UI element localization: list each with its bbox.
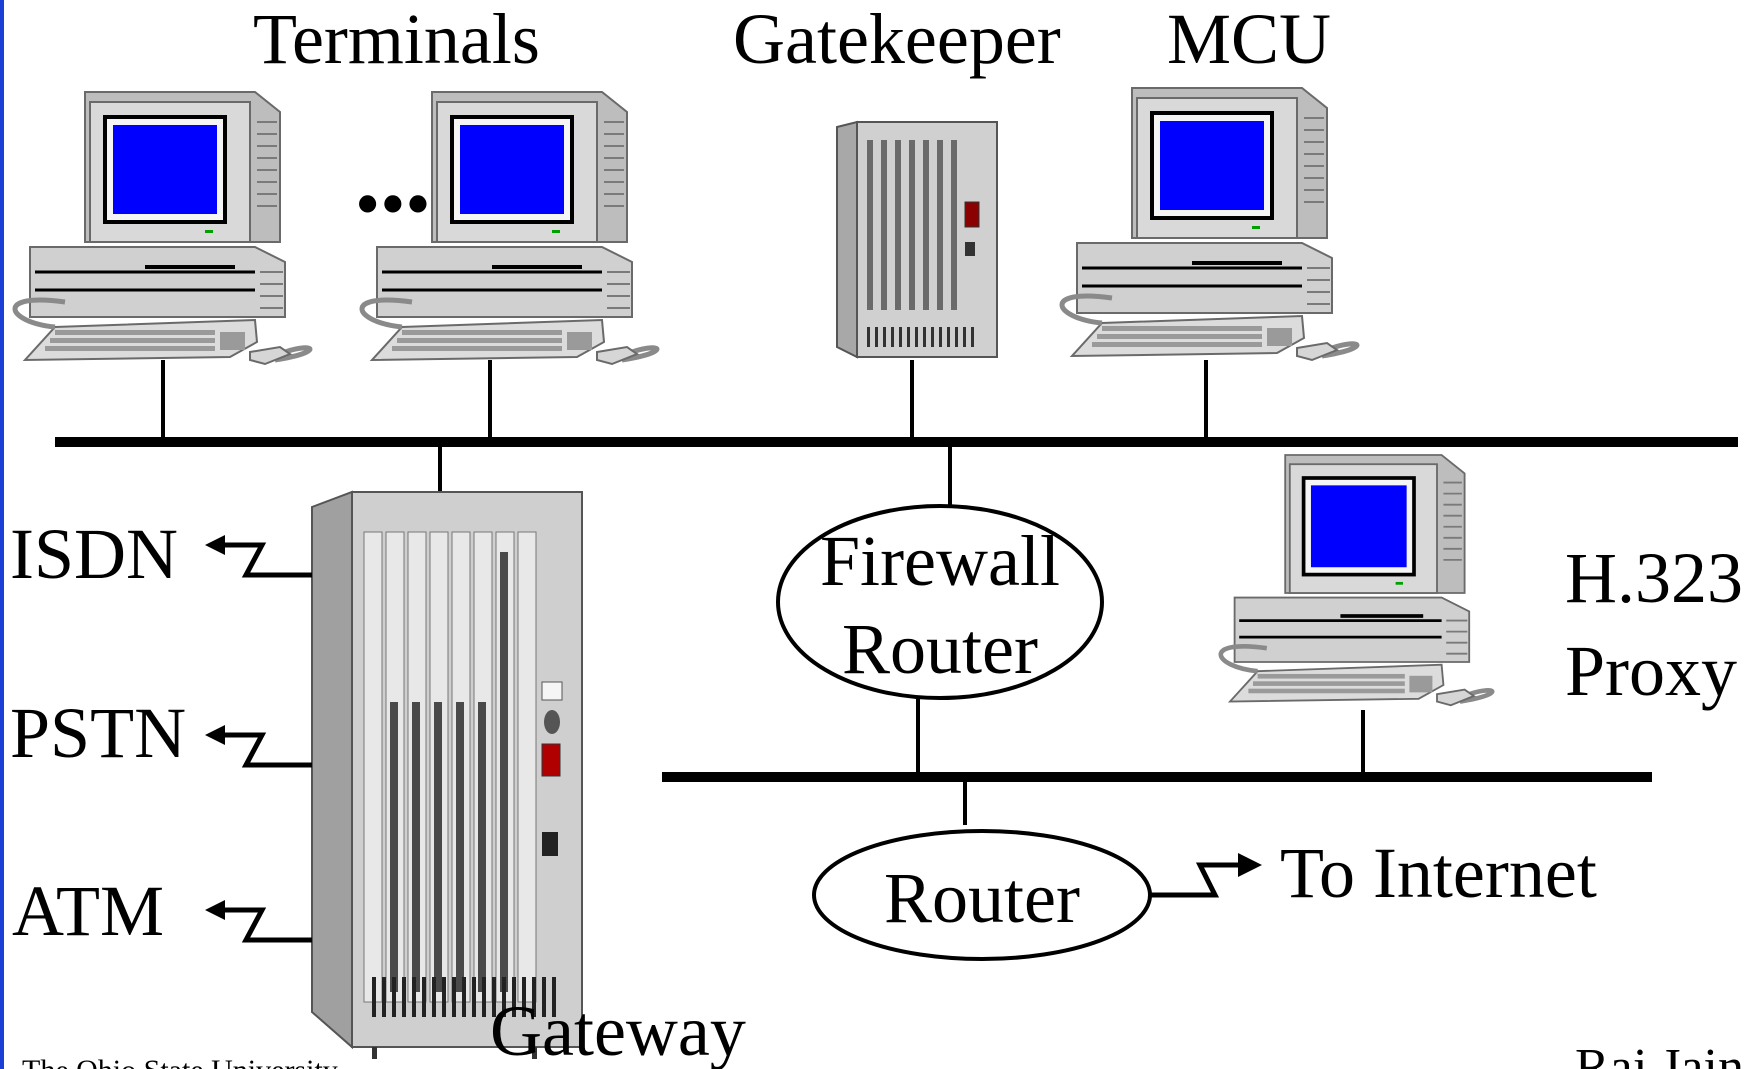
firewall-router-node <box>776 504 1104 700</box>
label-router: Router <box>884 858 1080 938</box>
gateway-links <box>215 542 312 943</box>
gateway-rack <box>311 490 583 1059</box>
label-firewall-line2: Router <box>842 609 1038 689</box>
terminal-computer-1 <box>15 92 310 364</box>
left-border <box>0 0 4 1069</box>
internet-link <box>1150 862 1240 898</box>
backbone-drops <box>438 447 1365 825</box>
label-proxy-line2: Proxy <box>1565 631 1737 711</box>
footer-left: The Ohio State University <box>22 1054 338 1069</box>
label-ellipsis: ••• <box>355 164 431 244</box>
label-mcu: MCU <box>1167 0 1331 79</box>
label-proxy-line1: H.323 <box>1565 538 1743 618</box>
label-atm: ATM <box>12 871 164 951</box>
h323-proxy-computer <box>1221 455 1492 705</box>
label-firewall-line1: Firewall <box>820 521 1060 601</box>
label-gatekeeper: Gatekeeper <box>733 0 1061 79</box>
label-terminals: Terminals <box>253 0 540 79</box>
gatekeeper-rack <box>836 120 998 359</box>
lower-network-line <box>662 772 1652 782</box>
label-isdn: ISDN <box>10 514 178 594</box>
mcu-computer <box>1062 88 1357 360</box>
internet-link-arrow <box>1238 853 1262 877</box>
gateway-link-arrows <box>205 535 225 920</box>
top-drops <box>161 360 1208 437</box>
label-gateway: Gateway <box>490 991 746 1069</box>
footer-right: Raj Jain <box>1575 1039 1744 1069</box>
main-backbone-line <box>55 437 1738 447</box>
label-pstn: PSTN <box>10 693 186 773</box>
label-to-internet: To Internet <box>1280 833 1597 913</box>
